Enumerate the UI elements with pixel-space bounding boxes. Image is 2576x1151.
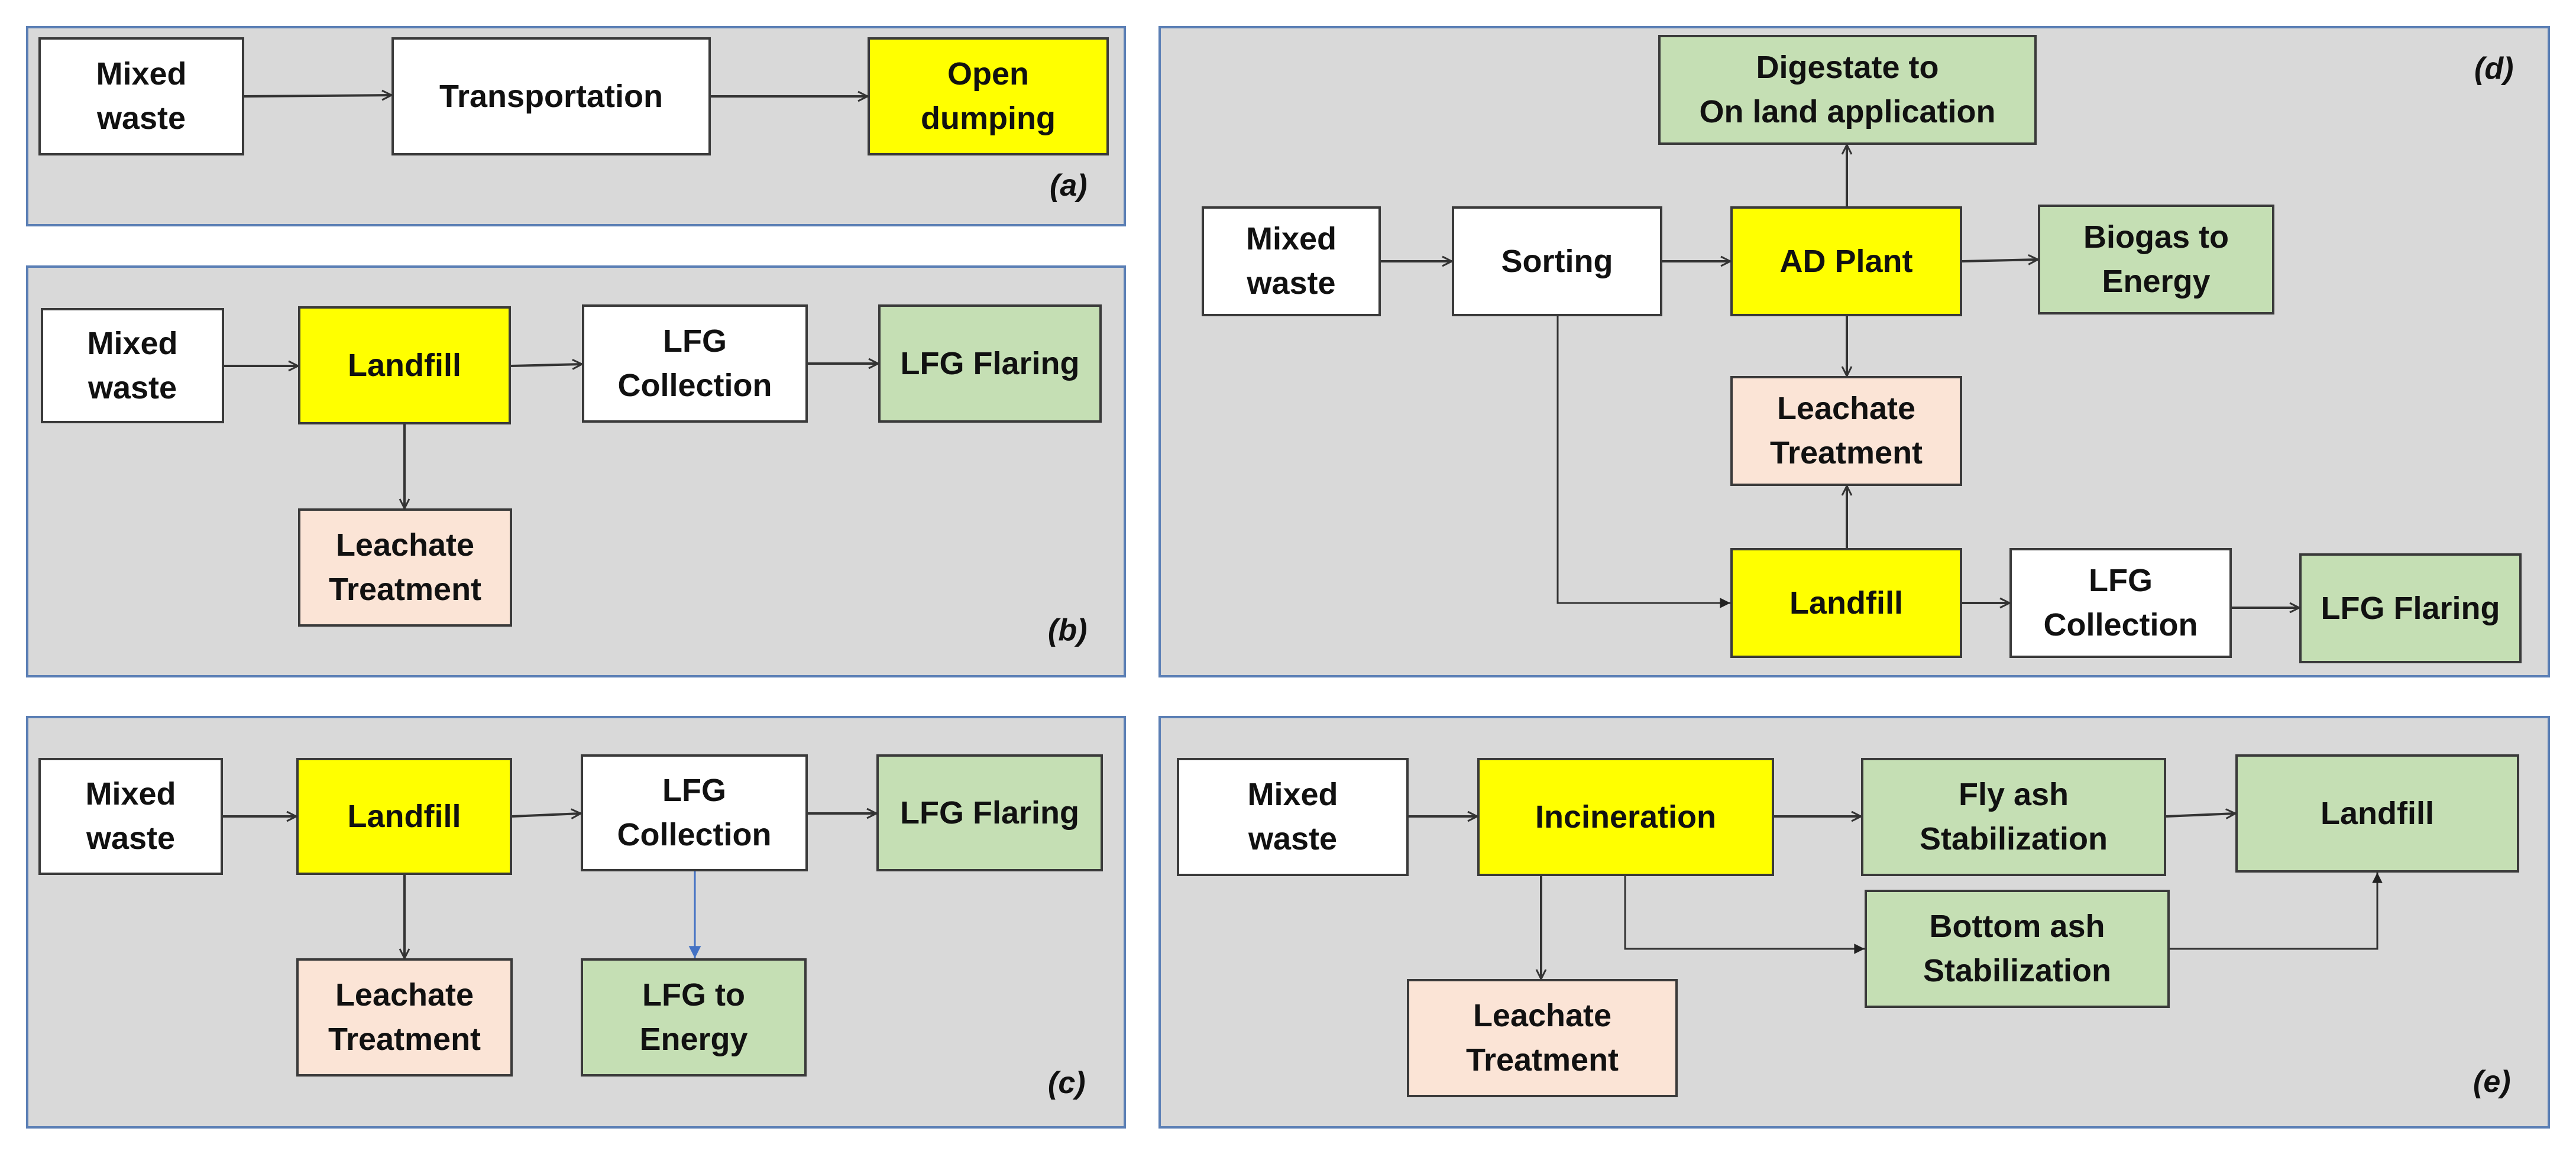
d-lfg-flaring-box: LFG Flaring [2299,553,2522,663]
d-arrow-adplant-biogas [1962,260,2038,261]
e-bottom-ash-box: Bottom ash Stabilization [1865,890,2170,1008]
a-panel-label: (a) [1050,168,1088,203]
d-lfg-collection-box: LFG Collection [2009,548,2232,658]
d-leachate-treatment-box: Leachate Treatment [1730,376,1962,486]
a-transportation-box: Transportation [391,37,711,155]
d-digestate-box: Digestate to On land application [1658,35,2037,145]
c-lfg-to-energy-box: LFG to Energy [581,958,807,1077]
d-panel-label: (d) [2474,51,2514,86]
d-arrow-sorting-landfill [1556,316,1730,608]
c-mixed-waste-box: Mixed waste [38,758,223,875]
b-lfg-collection-box: LFG Collection [582,304,808,423]
e-panel-label: (e) [2473,1065,2511,1099]
d-sorting-box: Sorting [1452,206,1662,316]
a-open-dumping-box: Open dumping [868,37,1109,155]
d-mixed-waste-box: Mixed waste [1202,206,1381,316]
a-mixed-waste-box: Mixed waste [38,37,244,155]
a-arrow-waste-transport [244,95,391,96]
d-ad-plant-box: AD Plant [1730,206,1962,316]
b-landfill-box: Landfill [298,306,511,424]
c-arrow-landfill-collection [512,813,581,816]
c-leachate-treatment-box: Leachate Treatment [296,958,513,1077]
e-incineration-box: Incineration [1477,758,1774,876]
e-mixed-waste-box: Mixed waste [1177,758,1409,876]
d-landfill-box: Landfill [1730,548,1962,658]
d-biogas-box: Biogas to Energy [2038,205,2274,315]
e-arrow-bottomash-landfill [2170,873,2383,950]
e-arrow-flyash-landfill [2166,813,2235,816]
b-arrow-landfill-collection [510,364,582,366]
e-fly-ash-box: Fly ash Stabilization [1861,758,2166,876]
c-lfg-collection-box: LFG Collection [581,754,808,871]
e-leachate-treatment-box: Leachate Treatment [1407,979,1678,1097]
e-arrow-incineration-bottomash [1624,876,1865,954]
b-leachate-treatment-box: Leachate Treatment [298,508,512,627]
b-panel-label: (b) [1048,613,1088,647]
c-lfg-flaring-box: LFG Flaring [876,754,1103,871]
c-panel-label: (c) [1048,1066,1086,1100]
c-landfill-box: Landfill [296,758,512,875]
e-landfill-box: Landfill [2235,754,2519,873]
b-lfg-flaring-box: LFG Flaring [878,304,1102,423]
b-mixed-waste-box: Mixed waste [41,308,224,423]
